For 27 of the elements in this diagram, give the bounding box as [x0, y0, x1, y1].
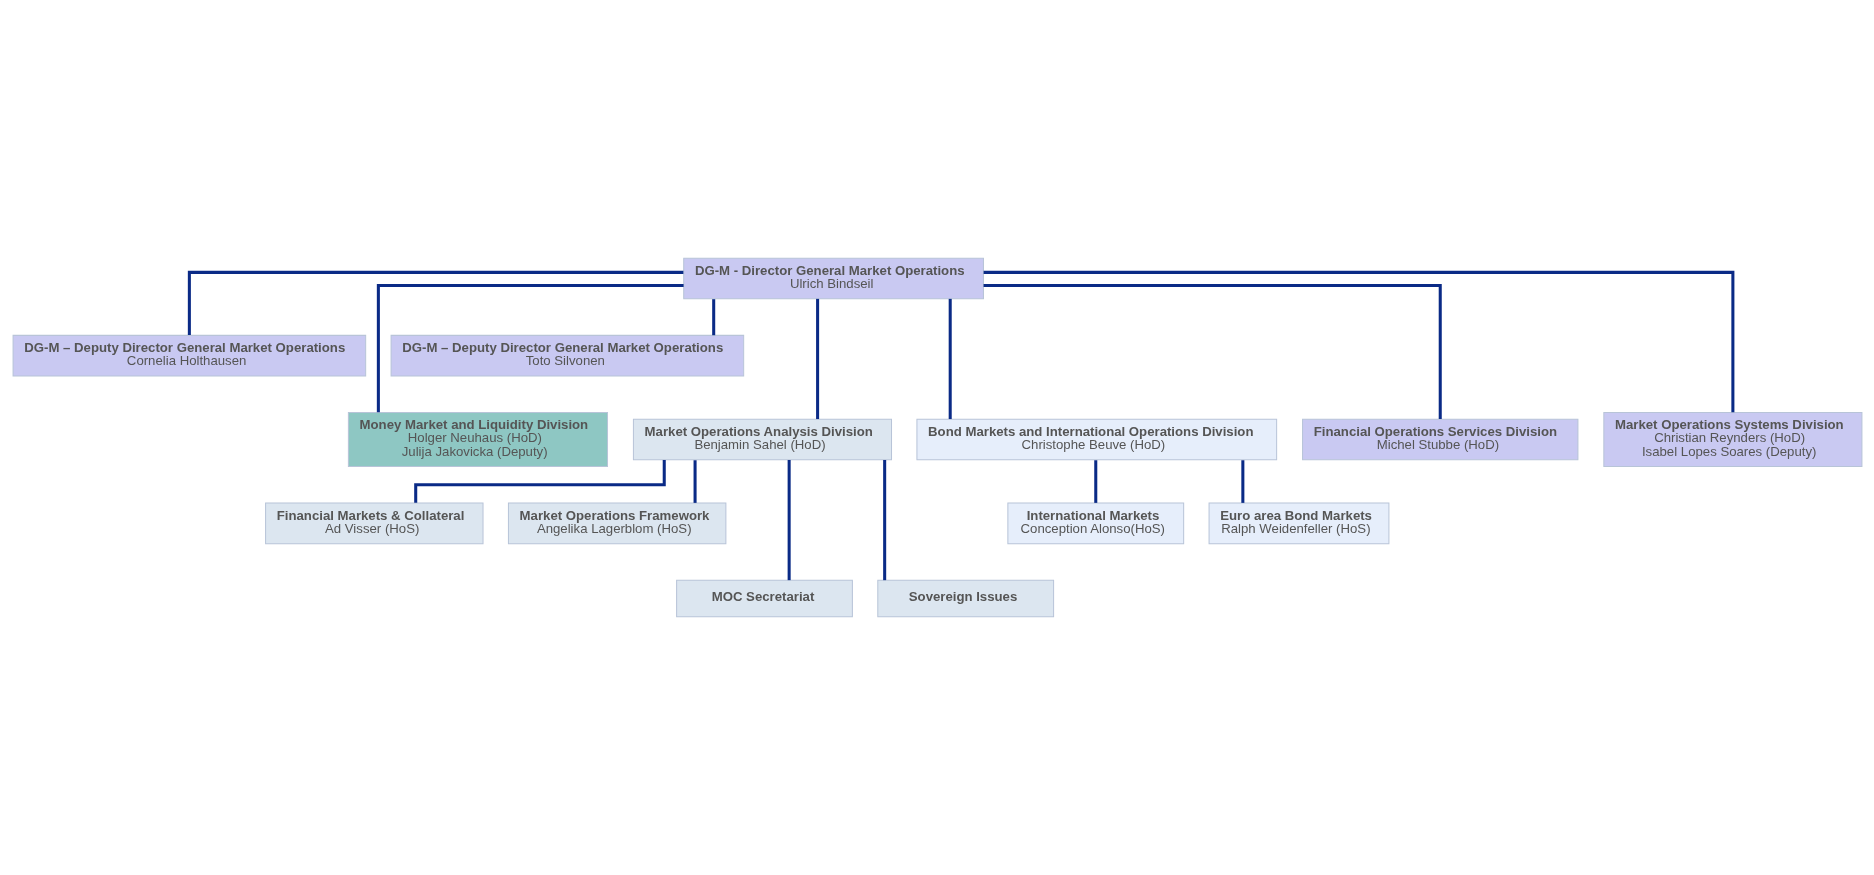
- connector: [983, 284, 1442, 420]
- node-box: Money Market and Liquidity Division Holger Neuhaus (HoD) Julija Jakovicka (Deputy): [347, 412, 608, 467]
- node-box: Financial Markets & Collateral Ad Visser (HoS): [264, 502, 484, 545]
- connector: [787, 460, 791, 581]
- node-box: DG-M – Deputy Director General Market Operations Cornelia Holthausen: [12, 334, 366, 377]
- connector: [815, 298, 819, 420]
- node-box: Financial Operations Services Division Michel Stubbe (HoD): [1301, 418, 1578, 461]
- node-box: International Markets Conception Alonso(HoS): [1006, 502, 1184, 545]
- connector: [1240, 460, 1244, 503]
- node-box: Market Operations Analysis Division Benjamin Sahel (HoD): [632, 418, 892, 461]
- node-box: MOC Secretariat: [675, 579, 853, 618]
- node-box: Euro area Bond Markets Ralph Weidenfeller (HoS): [1208, 502, 1389, 545]
- connector: [1093, 460, 1097, 503]
- connector: [693, 460, 697, 503]
- connector: [948, 298, 952, 420]
- connector: [882, 460, 886, 581]
- node-box: Bond Markets and International Operations Division Christophe Beuve (HoD): [915, 418, 1277, 461]
- connector: [711, 299, 715, 336]
- node-box: Market Operations Systems Division Christian Reynders (HoD) Isabel Lopes Soares (Deputy): [1602, 412, 1862, 467]
- connector: [187, 270, 683, 336]
- connector: [983, 270, 1734, 413]
- connector: [376, 284, 684, 413]
- node-box: Market Operations Framework Angelika Lagerblom (HoS): [507, 502, 726, 545]
- node-box: DG-M - Director General Market Operations Ulrich Bindseil: [682, 257, 984, 300]
- node-box: DG-M – Deputy Director General Market Operations Toto Silvonen: [390, 334, 744, 377]
- connector: [413, 460, 666, 503]
- node-box: Sovereign Issues: [876, 579, 1054, 618]
